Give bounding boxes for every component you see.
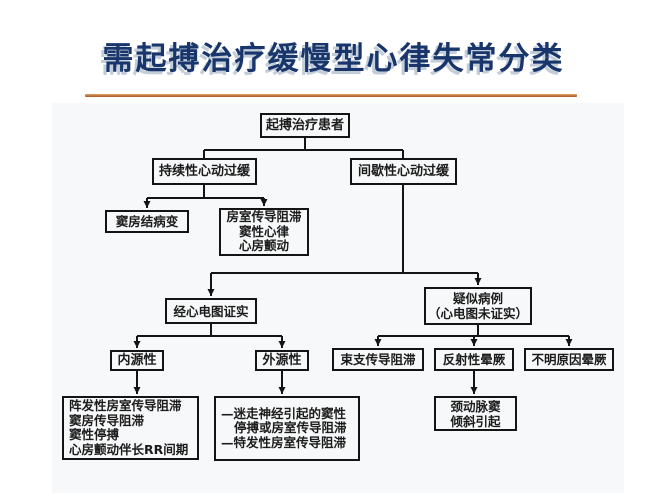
node-line: 心房颤动伴长RR间期: [69, 441, 189, 457]
node-line: 窦性心律: [238, 223, 289, 239]
node-intrinsic: 内源性: [110, 350, 164, 371]
node-line: —特发性房室传导阻滞: [221, 434, 347, 450]
flowchart-scan-area: 起搏治疗患者 持续性心动过缓 间歇性心动过缓 窦房结病变 房室传导阻滞 窦性心律…: [52, 103, 624, 493]
connector-persistent-split: [147, 185, 264, 199]
node-persistent-bradycardia: 持续性心动过缓: [152, 158, 257, 185]
node-line: 窦性停搏: [69, 427, 120, 442]
node-carotid-sinus-tilt: 颈动脉窦 倾斜引起: [434, 396, 517, 431]
connector-suspected-split: [378, 325, 569, 337]
node-line: 心房颤动: [238, 238, 289, 254]
node-intrinsic-detail: 阵发性房室传导阻滞 窦房传导阻滞 窦性停搏 心房颤动伴长RR间期: [62, 396, 199, 460]
node-intermittent-bradycardia: 间歇性心动过缓: [350, 158, 457, 185]
node-line: 窦房传导阻滞: [69, 412, 145, 428]
node-pacing-therapy-patients: 起搏治疗患者: [260, 113, 350, 138]
node-unexplained-syncope: 不明原因晕厥: [524, 348, 614, 371]
node-suspected-cases: 疑似病例 （心电图未证实）: [424, 287, 532, 325]
node-line: 停搏或房室传导阻滞: [234, 420, 347, 436]
node-line: （心电图未证实）: [427, 306, 528, 321]
node-reflex-syncope: 反射性晕厥: [434, 348, 514, 371]
node-line: 倾斜引起: [450, 413, 501, 429]
title-divider-rule: [85, 94, 577, 97]
connector-intermittent-split: [211, 185, 478, 274]
node-line: —迷走神经引起的窦性: [221, 405, 347, 421]
node-line: 房室传导阻滞: [226, 209, 302, 225]
flowchart-connectors: [133, 138, 573, 394]
node-extrinsic-detail: —迷走神经引起的窦性 停搏或房室传导阻滞 —特发性房室传导阻滞: [214, 396, 360, 461]
node-ecg-confirmed: 经心电图证实: [165, 298, 257, 324]
node-extrinsic: 外源性: [255, 350, 309, 371]
page-title: 需起搏治疗缓慢型心律失常分类: [102, 41, 565, 77]
connector-root-split: [203, 138, 404, 158]
connector-ecg-split: [137, 324, 282, 337]
node-line: 阵发性房室传导阻滞: [69, 398, 182, 413]
node-line: 疑似病例: [452, 291, 503, 306]
node-line: 颈动脉窦: [450, 398, 501, 414]
node-av-block-sinus-rhythm-af: 房室传导阻滞 窦性心律 心房颤动: [219, 208, 309, 256]
node-bundle-branch-block: 束支传导阻滞: [332, 348, 424, 371]
node-sinus-node-disease: 窦房结病变: [105, 210, 189, 233]
